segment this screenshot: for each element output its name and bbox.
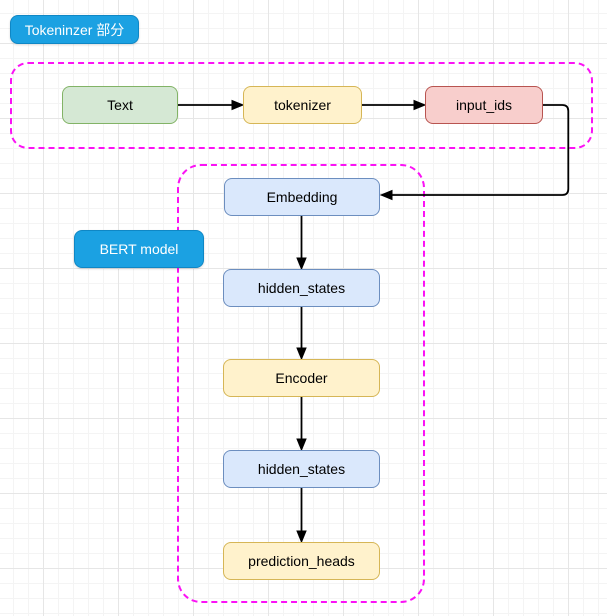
flow-node-text: Text [62, 86, 178, 124]
flow-node-input-ids: input_ids [425, 86, 543, 124]
flow-node-encoder: Encoder [223, 359, 380, 397]
tokenizer-section-badge: Tokeninzer 部分 [10, 15, 139, 44]
flow-node-hidden-states-2: hidden_states [223, 450, 380, 488]
flow-node-tokenizer: tokenizer [243, 86, 362, 124]
flow-node-hidden-states-1: hidden_states [223, 269, 380, 307]
bert-model-badge: BERT model [74, 230, 204, 268]
flow-node-embedding: Embedding [224, 178, 380, 216]
tokenizer-section-container [10, 62, 593, 149]
bert-model-container [177, 164, 425, 603]
flow-node-prediction-heads: prediction_heads [223, 542, 380, 580]
